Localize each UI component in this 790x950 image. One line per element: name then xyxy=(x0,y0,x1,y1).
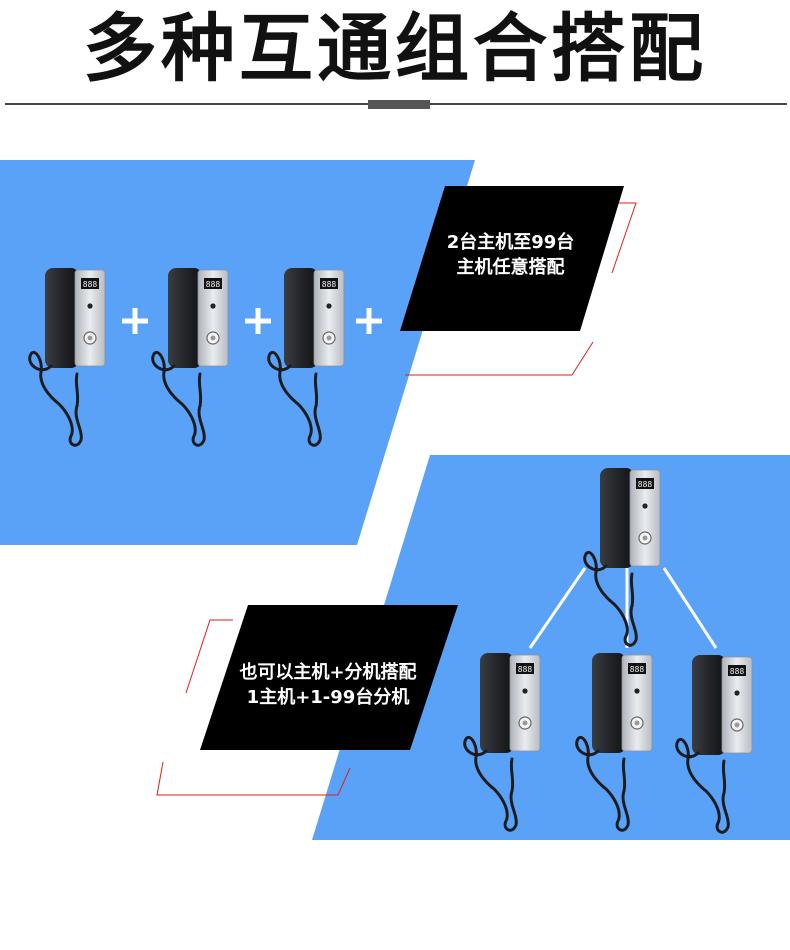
top-blue-panel xyxy=(0,160,475,545)
page-title: 多种互通组合搭配 xyxy=(83,6,707,92)
top-accent-line-2 xyxy=(611,202,637,274)
top-caption-text: 2台主机至99台 主机任意搭配 xyxy=(418,230,603,280)
connection-line xyxy=(662,567,718,649)
bottom-caption-line-2: 1主机+1-99台分机 xyxy=(246,687,410,708)
top-caption-line-1: 2台主机至99台 xyxy=(446,232,575,253)
bottom-caption-box xyxy=(200,605,458,750)
top-caption-line-2: 主机任意搭配 xyxy=(456,257,565,278)
bottom-accent-line xyxy=(185,619,233,694)
bottom-caption-text: 也可以主机+分机搭配 1主机+1-99台分机 xyxy=(222,660,434,710)
top-caption-box xyxy=(400,186,624,331)
bottom-caption-line-1: 也可以主机+分机搭配 xyxy=(239,662,417,683)
bottom-accent-line-2 xyxy=(156,761,351,796)
connection-line xyxy=(528,567,587,649)
bottom-blue-panel xyxy=(312,455,790,840)
title-rule-mark xyxy=(368,100,430,109)
top-accent-line xyxy=(405,341,594,376)
